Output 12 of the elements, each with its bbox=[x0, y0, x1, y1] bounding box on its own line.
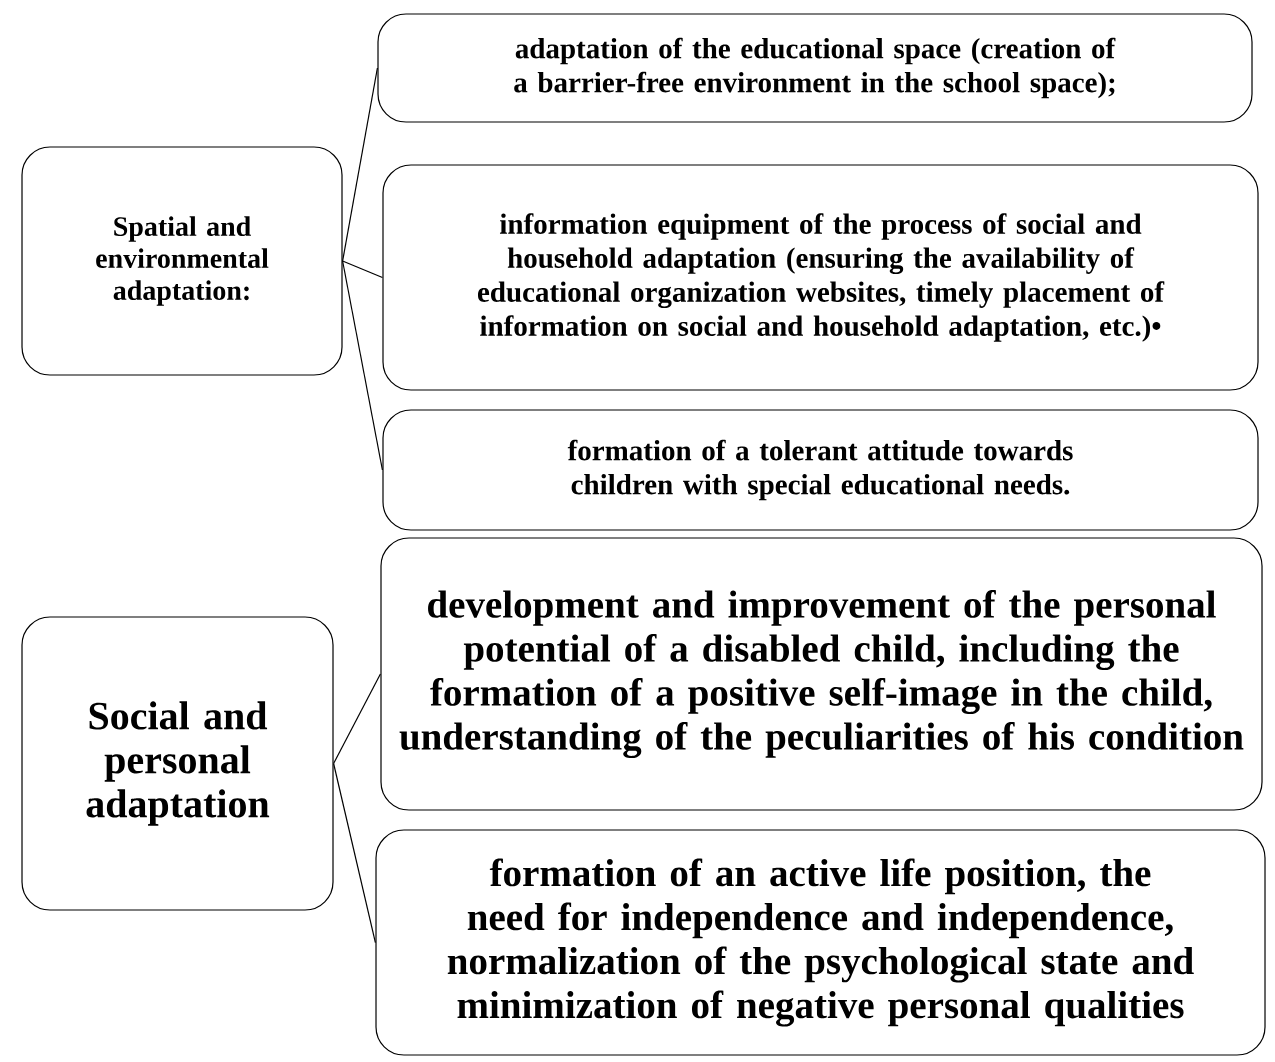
item-box: development and improvement of the personal potential of a disabled child, including the formation of a positive self-image in the child, understanding of the peculiarities of his condition bbox=[380, 537, 1263, 811]
connector-line bbox=[342, 67, 378, 262]
item-box: adaptation of the educational space (creation of a barrier-free environment in the school space); bbox=[377, 13, 1253, 123]
item-box: information equipment of the process of social and household adaptation (ensuring the availability of educational organization websites, timely placement of information on social and household adaptation, etc.)• bbox=[382, 164, 1259, 391]
connector-line bbox=[333, 673, 381, 765]
connector-line bbox=[333, 762, 376, 944]
item-box: formation of a tolerant attitude towards children with special educational needs. bbox=[382, 409, 1259, 531]
connector-line bbox=[342, 260, 383, 471]
item-box: formation of an active life position, the need for independence and independence, normalization of the psychological state and minimization of negative personal qualities bbox=[375, 829, 1266, 1056]
connector-line bbox=[342, 260, 383, 279]
category-box: Social and personal adaptation bbox=[21, 616, 334, 911]
category-box: Spatial and environmental adaptation: bbox=[21, 146, 343, 376]
